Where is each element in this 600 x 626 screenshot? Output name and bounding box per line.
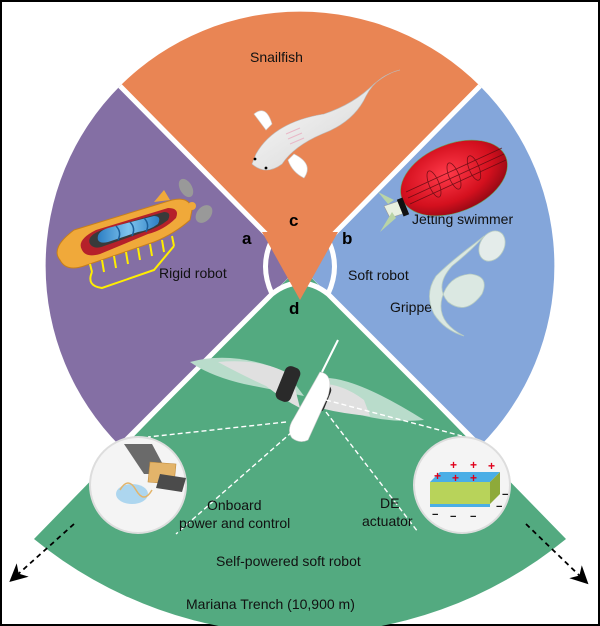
power-control-module-illustration (116, 444, 186, 504)
center-arrow (262, 232, 338, 300)
dashed-arrow-down-left (9, 523, 75, 583)
label-rigid-robot: Rigid robot (159, 265, 227, 281)
panel-letter-d: d (289, 299, 299, 318)
caption-mariana-trench: Mariana Trench (10,900 m) (186, 596, 355, 612)
dashed-arrow-down-right (525, 523, 589, 585)
panel-letter-b: b (342, 229, 352, 248)
label-self-powered-soft-robot: Self-powered soft robot (216, 553, 361, 569)
label-soft-robot: Soft robot (348, 267, 409, 283)
label-gripper: Gripper (390, 299, 437, 315)
diagram-canvas: a b c d Snailfish Rigid robot (9, 11, 589, 626)
label-snailfish: Snailfish (250, 49, 303, 65)
panel-letter-a: a (242, 229, 252, 248)
sector-a-rigid-robot (45, 86, 301, 446)
panel-letter-c: c (289, 211, 298, 230)
callout-lines (147, 399, 463, 535)
svg-text:+: + (434, 469, 441, 483)
label-de: DE (380, 495, 399, 511)
svg-text:+: + (452, 471, 459, 485)
svg-text:−: − (450, 511, 456, 523)
label-onboard: Onboard (207, 497, 261, 513)
soft-robot-fish-illustration (190, 339, 424, 442)
jetting-swimmer-illustration (378, 139, 508, 232)
submarine-robot-illustration (56, 178, 213, 290)
svg-text:+: + (450, 458, 457, 472)
svg-text:+: + (470, 471, 477, 485)
svg-text:+: + (470, 458, 477, 472)
snailfish-illustration (251, 69, 401, 179)
soft-gripper-illustration (429, 230, 506, 337)
de-actuator-illustration: +++ +++ −−− −− (430, 458, 508, 523)
svg-text:−: − (470, 511, 476, 523)
svg-text:−: − (496, 501, 502, 513)
sector-d-self-powered-robot (34, 266, 566, 626)
label-power-and-control: power and control (179, 515, 290, 531)
svg-text:−: − (432, 509, 438, 521)
svg-text:+: + (488, 459, 495, 473)
label-actuator: actuator (362, 513, 413, 529)
svg-text:−: − (502, 489, 508, 501)
